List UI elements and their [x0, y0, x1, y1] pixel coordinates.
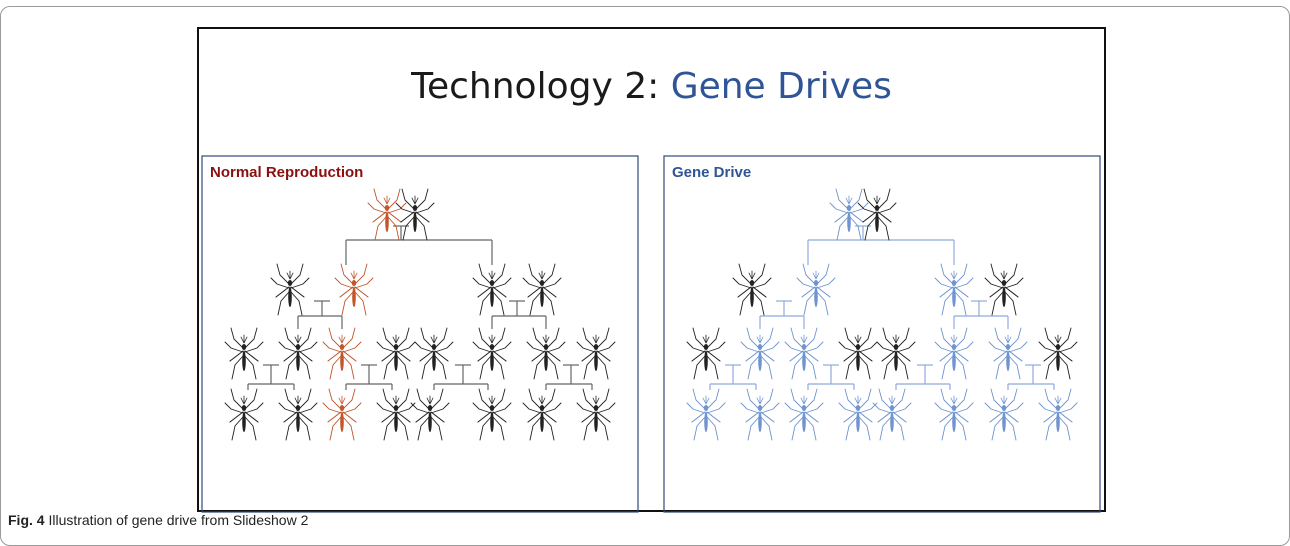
mosquito [376, 327, 416, 380]
caption-text: Illustration of gene drive from Slidesho… [44, 512, 309, 528]
mosquito [395, 188, 435, 241]
mosquito-carrier [784, 327, 824, 380]
title-highlight: Gene Drives [670, 66, 892, 107]
mosquito [526, 327, 566, 380]
mosquito-carrier [934, 263, 974, 316]
mosquito-carrier [796, 263, 836, 316]
mosquito [270, 263, 310, 316]
panel-gene-drive: Gene Drive [663, 155, 1101, 513]
mosquito-carrier [829, 188, 869, 241]
mosquito [376, 388, 416, 441]
mosquito [984, 263, 1024, 316]
mosquito [857, 188, 897, 241]
mosquito [472, 388, 512, 441]
mosquito-carrier [934, 327, 974, 380]
panel-label: Gene Drive [672, 164, 751, 181]
mosquito-carrier [322, 388, 362, 441]
mosquito-carrier [740, 327, 780, 380]
figure-caption: Fig. 4 Illustration of gene drive from S… [8, 512, 308, 528]
mosquito [576, 388, 616, 441]
mosquito [686, 327, 726, 380]
mosquito [732, 263, 772, 316]
mosquito-carrier [367, 188, 407, 241]
mosquito [224, 327, 264, 380]
mosquito-carrier [1038, 388, 1078, 441]
panel-label: Normal Reproduction [210, 164, 363, 181]
mosquito [522, 263, 562, 316]
mosquito [522, 388, 562, 441]
mosquito-carrier [686, 388, 726, 441]
slide-title: Technology 2: Gene Drives [199, 66, 1104, 107]
mosquito [1038, 327, 1078, 380]
mosquito-carrier [322, 327, 362, 380]
mosquito-carrier [740, 388, 780, 441]
mosquito [472, 327, 512, 380]
mosquito-carrier [334, 263, 374, 316]
caption-label: Fig. 4 [8, 512, 45, 528]
mosquito [278, 388, 318, 441]
title-prefix: Technology 2: [411, 66, 671, 107]
mosquito [576, 327, 616, 380]
mosquito [472, 263, 512, 316]
panel-normal-reproduction: Normal Reproduction [201, 155, 639, 513]
panel-box [201, 155, 639, 513]
mosquito [278, 327, 318, 380]
mosquito-carrier [838, 388, 878, 441]
mosquito-carrier [934, 388, 974, 441]
mosquito [224, 388, 264, 441]
mosquito-carrier [988, 327, 1028, 380]
mosquito [838, 327, 878, 380]
mosquito-carrier [872, 388, 912, 441]
pedigree-diagram: Normal Reproduction Gene Drive [201, 155, 1101, 513]
mosquito [876, 327, 916, 380]
panel-box [663, 155, 1101, 513]
mosquito [410, 388, 450, 441]
mosquito-carrier [784, 388, 824, 441]
mosquito [414, 327, 454, 380]
mosquito-carrier [984, 388, 1024, 441]
